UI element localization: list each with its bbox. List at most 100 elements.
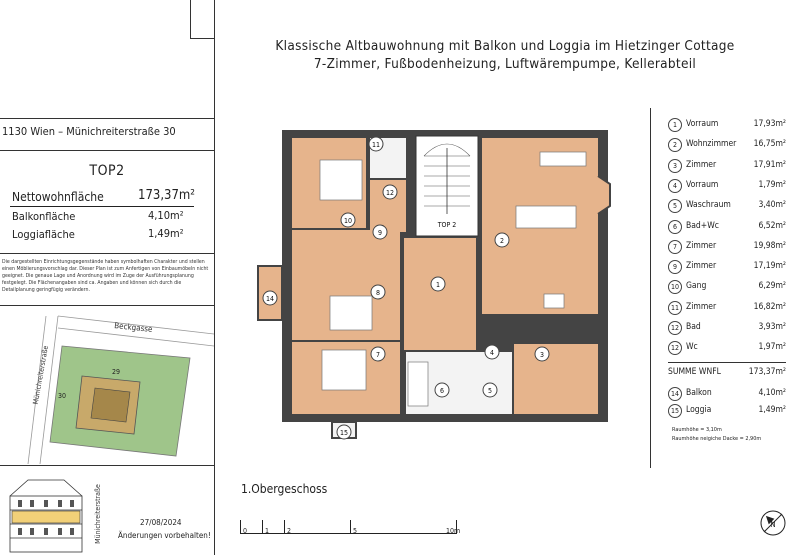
room-area: 4,10m² [758, 388, 786, 398]
room-area: 3,93m² [758, 322, 786, 332]
scale-label: 5 [353, 527, 358, 535]
room-name: Vorraum [686, 179, 719, 190]
marker-12: 12 [382, 184, 398, 200]
room-area: 19,98m² [753, 240, 786, 251]
scale-label: 1 [265, 527, 270, 535]
scale-tick [240, 520, 241, 534]
sum-label: SUMME WNFL [668, 367, 721, 377]
svg-text:4: 4 [490, 349, 494, 357]
north-arrow-icon: N [760, 510, 786, 536]
net-area-label: Nettowohnfläche [12, 190, 104, 204]
corner-line [190, 0, 191, 38]
table-divider [650, 108, 651, 468]
divider [0, 465, 214, 466]
svg-text:14: 14 [266, 295, 274, 303]
room-number: 11 [668, 300, 682, 315]
divider [0, 118, 214, 119]
room-number: 6 [668, 219, 682, 234]
room-name: Waschraum [686, 200, 731, 211]
svg-text:12: 12 [386, 189, 394, 197]
svg-text:9: 9 [378, 229, 382, 237]
room-name: Bad [686, 322, 701, 332]
marker-15: 15 [336, 424, 352, 440]
room-name: Gang [686, 281, 707, 292]
marker-6: 6 [434, 382, 450, 398]
room-name: Zimmer [686, 240, 717, 251]
underline [10, 206, 194, 207]
road-edge [27, 315, 47, 464]
marker-14: 14 [262, 290, 278, 306]
room-name: Vorraum [686, 119, 719, 129]
road-edge [57, 327, 214, 347]
room-area: 1,79m² [758, 179, 786, 190]
room-number: 7 [668, 239, 682, 254]
divider [0, 150, 214, 151]
room-number: 3 [668, 158, 682, 173]
scale-tick [456, 520, 457, 534]
room-number: 15 [668, 404, 682, 418]
room-area: 1,49m² [758, 405, 786, 415]
floor-plan: TOP 2 1 2 3 4 5 6 7 8 9 10 11 12 14 15 [257, 130, 611, 440]
marker-3: 3 [534, 346, 550, 362]
divider [0, 253, 214, 254]
address: 1130 Wien – Münichreiterstraße 30 [2, 125, 176, 138]
room-name: Bad+Wc [686, 220, 719, 231]
svg-text:7: 7 [376, 351, 380, 359]
changes-note: Änderungen vorbehalten! [118, 531, 211, 540]
marker-5: 5 [482, 382, 498, 398]
scale-tick [284, 520, 285, 534]
divider [0, 305, 214, 306]
panel-divider [214, 0, 215, 555]
scale-label: 0 [243, 527, 248, 535]
marker-10: 10 [340, 212, 356, 228]
marker-7: 7 [370, 346, 386, 362]
room-number: 2 [668, 138, 682, 153]
room-number: 12 [668, 341, 682, 356]
svg-text:11: 11 [372, 141, 380, 149]
room-name: Balkon [686, 388, 712, 398]
svg-text:10: 10 [344, 217, 352, 225]
marker-8: 8 [370, 284, 386, 300]
marker-2: 2 [494, 232, 510, 248]
road-edge [57, 315, 214, 335]
room-area: 6,29m² [758, 281, 786, 292]
room-area: 1,97m² [758, 342, 786, 353]
room-number: 9 [668, 260, 682, 275]
balcony-label: Balkonfläche [12, 210, 76, 223]
loggia-label: Loggiafläche [12, 228, 75, 241]
room-area: 17,91m² [753, 159, 786, 170]
sum-row: SUMME WNFL 173,37m² [668, 366, 786, 386]
room-name: Zimmer [686, 159, 717, 170]
room-height: Raumhöhe = 3,10m [672, 427, 722, 433]
scale-bar [240, 533, 456, 534]
highlighted-floor [11, 510, 81, 524]
disclaimer: Die dargestellten Einrichtungsgegenständ… [2, 259, 209, 293]
room-name: Wohnzimmer [686, 139, 737, 150]
plan-date: 27/08/2024 [140, 518, 182, 527]
street-label-1: Beckgasse [114, 321, 154, 334]
site-plan: Beckgasse Münichreiterstraße 29 30 [27, 315, 214, 464]
scale-label: 10m [446, 527, 461, 535]
building-roof [90, 387, 131, 423]
svg-text:15: 15 [340, 429, 348, 437]
road-edge [39, 315, 59, 464]
lot-number-1: 29 [112, 368, 120, 376]
room-number: 12 [668, 321, 682, 335]
svg-text:2: 2 [500, 237, 504, 245]
svg-text:6: 6 [440, 387, 444, 395]
net-area-value: 173,37m² [138, 188, 195, 203]
sum-value: 173,37m² [748, 367, 786, 377]
room-name: Zimmer [686, 261, 717, 272]
room-name: Wc [686, 342, 698, 353]
sum-line [668, 362, 786, 363]
top-tag-bg [428, 214, 466, 234]
room-number: 5 [668, 199, 682, 214]
street-label-2: Münichreiterstraße [32, 345, 50, 405]
scale-label: 2 [287, 527, 292, 535]
svg-text:8: 8 [376, 289, 380, 297]
